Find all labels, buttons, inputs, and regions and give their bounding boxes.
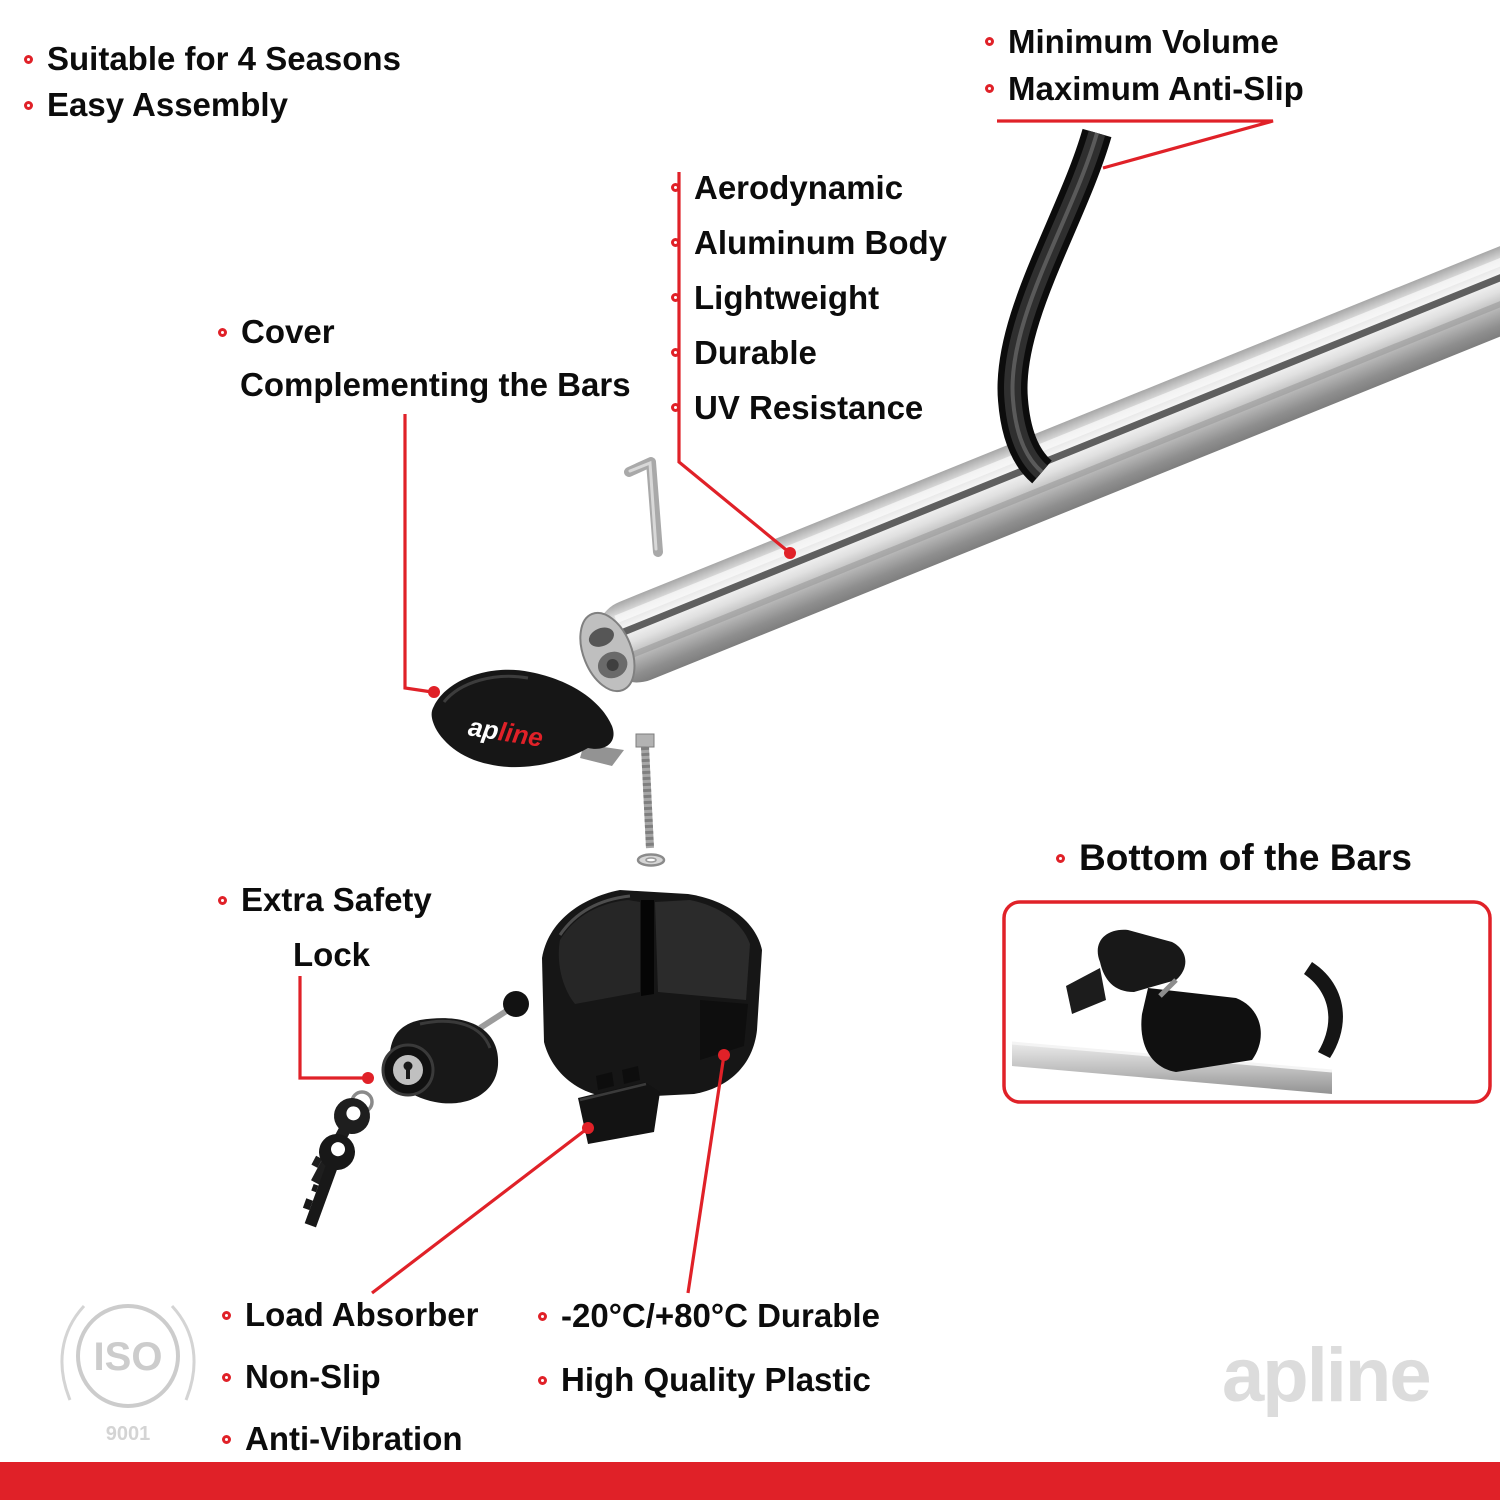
bullet-icon (671, 293, 680, 302)
rubber-strip (997, 128, 1112, 484)
bolt-icon (635, 733, 666, 867)
feature-item: High Quality Plastic (538, 1348, 880, 1412)
bullet-icon (24, 54, 33, 64)
feature-item: Aerodynamic (671, 160, 947, 215)
bullet-icon (671, 183, 680, 192)
svg-text:9001: 9001 (106, 1423, 151, 1445)
feature-text: High Quality Plastic (561, 1361, 871, 1398)
feature-text: Easy Assembly (47, 86, 288, 123)
keys-icon (302, 1090, 374, 1228)
safety-label-line2: Lock (293, 936, 371, 973)
connector-lines (298, 119, 1274, 1295)
feature-text: Minimum Volume (1008, 22, 1279, 60)
svg-text:ISO: ISO (94, 1335, 163, 1379)
feature-item: Suitable for 4 Seasons (24, 36, 401, 82)
feature-text: Lightweight (694, 278, 880, 316)
bullet-icon (671, 348, 680, 357)
feature-text: Maximum Anti-Slip (1008, 69, 1304, 107)
feature-item: Minimum Volume (985, 18, 1304, 65)
bullet-icon (985, 84, 994, 93)
cover-label-line1: Cover (241, 313, 335, 350)
feature-item: Durable (671, 325, 947, 380)
bullet-icon (222, 1434, 231, 1444)
bullet-icon (671, 403, 680, 412)
bar-feature-list: Aerodynamic Aluminum Body Lightweight Du… (671, 160, 947, 435)
safety-label-line1: Extra Safety (241, 881, 432, 918)
feature-text: UV Resistance (694, 388, 924, 426)
bottom-left-feature-list: Load Absorber Non-Slip Anti-Vibration (222, 1284, 478, 1470)
bottom-bars-detail-box (1002, 900, 1492, 1104)
safety-lock-label: Extra Safety (218, 880, 432, 920)
top-right-feature-list: Minimum Volume Maximum Anti-Slip (985, 18, 1304, 112)
feature-text: Non-Slip (245, 1358, 381, 1395)
feature-item: Non-Slip (222, 1346, 478, 1408)
feature-text: Aerodynamic (694, 168, 904, 206)
cover-label-line2: Complementing the Bars (240, 366, 631, 403)
bullet-icon (671, 238, 680, 247)
cover-logo: apline (466, 711, 545, 752)
bottom-accent-bar (0, 1462, 1500, 1500)
feature-text: Durable (694, 333, 817, 371)
feature-item: Easy Assembly (24, 82, 401, 128)
foot-bracket (542, 890, 762, 1098)
bullet-icon (24, 100, 33, 110)
bullet-icon (538, 1311, 547, 1321)
load-pad (578, 1066, 660, 1144)
safety-lock (381, 991, 529, 1104)
feature-item: Anti-Vibration (222, 1408, 478, 1470)
connector-dots (362, 547, 796, 1134)
bullet-icon (218, 327, 227, 337)
aluminum-bar (579, 192, 1500, 693)
feature-item: Maximum Anti-Slip (985, 65, 1304, 112)
bullet-icon (985, 37, 994, 46)
bullet-icon (222, 1310, 231, 1320)
iso-9001-watermark: ISO 9001 (60, 1304, 196, 1445)
feature-text: -20°C/+80°C Durable (561, 1297, 880, 1334)
feature-item: Lightweight (671, 270, 947, 325)
allen-key-icon (624, 457, 663, 557)
feature-item: Aluminum Body (671, 215, 947, 270)
feature-text: Load Absorber (245, 1296, 479, 1333)
bottom-bars-text: Bottom of the Bars (1079, 837, 1412, 878)
top-left-feature-list: Suitable for 4 Seasons Easy Assembly (24, 36, 401, 128)
feature-item: -20°C/+80°C Durable (538, 1284, 880, 1348)
feature-text: Aluminum Body (694, 223, 947, 261)
feature-item: UV Resistance (671, 380, 947, 435)
bullet-icon (222, 1372, 231, 1382)
bullet-icon (1056, 853, 1065, 863)
bar-cover: apline (431, 669, 624, 768)
bottom-center-feature-list: -20°C/+80°C Durable High Quality Plastic (538, 1284, 880, 1412)
bullet-icon (218, 895, 227, 905)
feature-item: Load Absorber (222, 1284, 478, 1346)
feature-text: Suitable for 4 Seasons (47, 40, 401, 77)
cover-label: Cover (218, 312, 335, 352)
feature-text: Anti-Vibration (245, 1420, 463, 1457)
bullet-icon (538, 1375, 547, 1385)
brand-watermark: apline (1222, 1333, 1432, 1418)
bottom-bars-label: Bottom of the Bars (1056, 836, 1412, 880)
